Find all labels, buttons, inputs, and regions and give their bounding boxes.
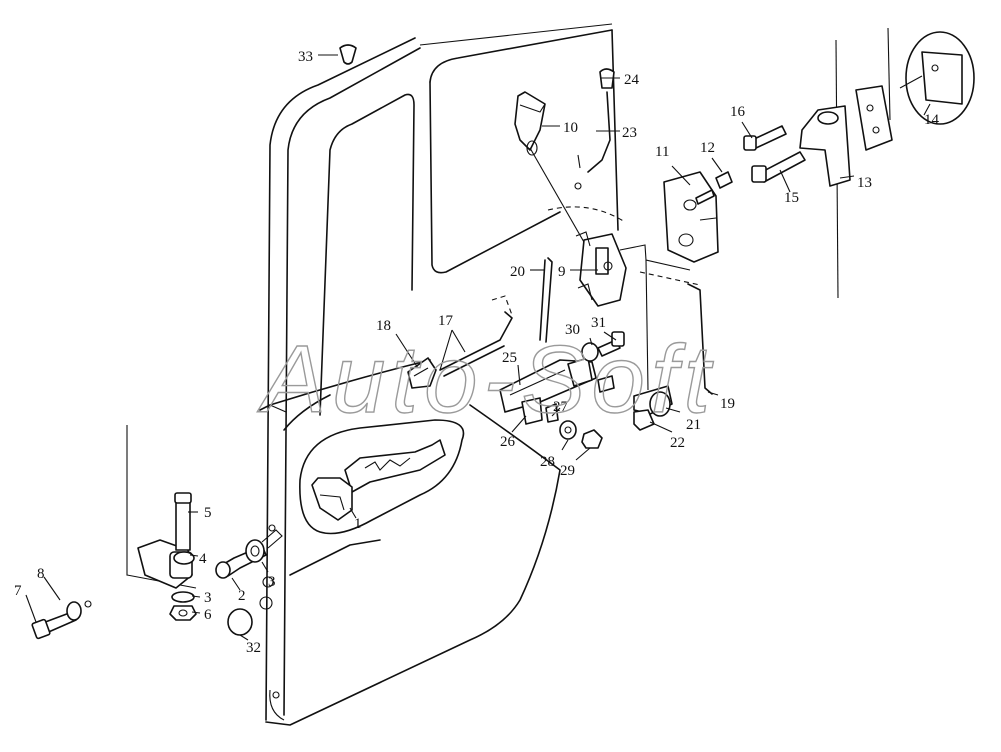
callout-labels: 33 24 10 23 11 12 16 15 13 14 9 20 17 18… xyxy=(14,49,940,656)
callout-26: 26 xyxy=(500,434,516,450)
callout-11: 11 xyxy=(655,144,669,160)
latch-11 xyxy=(663,171,733,263)
callout-12: 12 xyxy=(700,140,715,156)
cap-33 xyxy=(339,44,357,65)
bracket-10 xyxy=(514,91,546,156)
washer-30-bolt-31 xyxy=(581,331,625,362)
callout-20: 20 xyxy=(510,264,525,280)
callout-17: 17 xyxy=(438,313,454,329)
outer-handle-25 xyxy=(499,357,597,425)
callout-19: 19 xyxy=(720,396,735,412)
callout-14: 14 xyxy=(924,112,940,128)
callout-13: 13 xyxy=(857,175,872,191)
plate-14 xyxy=(855,31,975,151)
callout-31: 31 xyxy=(591,315,606,331)
callout-7: 7 xyxy=(14,583,22,599)
lock-mechanism-9 xyxy=(575,231,627,307)
callout-3-washer: 3 xyxy=(268,574,276,590)
callout-8: 8 xyxy=(37,566,45,582)
callout-18: 18 xyxy=(376,318,391,334)
callout-16: 16 xyxy=(730,104,746,120)
callout-25: 25 xyxy=(502,350,517,366)
guide-18 xyxy=(407,357,437,389)
callout-23: 23 xyxy=(622,125,637,141)
callout-10: 10 xyxy=(563,120,578,136)
door-hinge-assembly xyxy=(137,492,283,699)
lock-plate-19-21-22 xyxy=(597,283,713,431)
callout-15: 15 xyxy=(784,190,799,206)
leader-lines xyxy=(25,54,931,641)
striker-13 xyxy=(743,105,851,187)
callout-6: 6 xyxy=(204,607,212,623)
callout-24: 24 xyxy=(624,72,640,88)
callout-5: 5 xyxy=(204,505,212,521)
callout-27: 27 xyxy=(553,399,569,415)
callout-3-hinge: 3 xyxy=(204,590,212,606)
callout-9: 9 xyxy=(558,264,566,280)
callout-30: 30 xyxy=(565,322,580,338)
callout-21: 21 xyxy=(686,417,701,433)
bolt-washer-7-8 xyxy=(31,600,92,640)
callout-28: 28 xyxy=(540,454,555,470)
lock-rod-23-24 xyxy=(574,68,615,190)
callout-22: 22 xyxy=(670,435,685,451)
callout-1: 1 xyxy=(354,516,362,532)
callout-29: 29 xyxy=(560,463,575,479)
callout-32: 32 xyxy=(246,640,261,656)
inner-handle-assembly xyxy=(299,419,465,535)
callout-33: 33 xyxy=(298,49,313,65)
callout-4: 4 xyxy=(199,551,207,567)
washer-28-nut-29 xyxy=(559,420,603,449)
plug-32 xyxy=(227,608,253,636)
callout-2: 2 xyxy=(238,588,246,604)
watermark: Auto-Soft xyxy=(257,326,716,433)
